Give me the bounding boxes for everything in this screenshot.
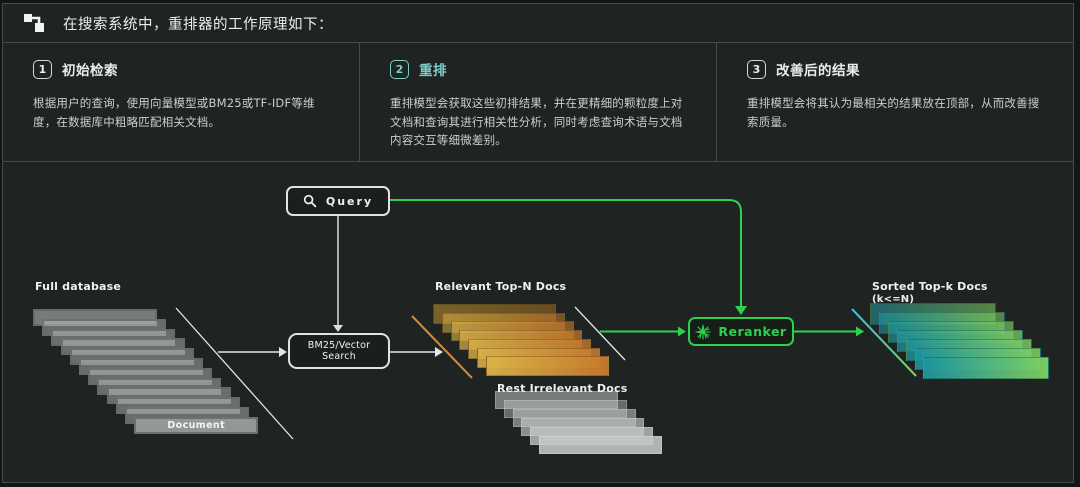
step-initial-retrieval: 1 初始检索 根据用户的查询，使用向量模型或BM25或TF-IDF等维度，在数据… <box>3 43 359 161</box>
relevant-docs-label: Relevant Top-N Docs <box>435 280 567 293</box>
step-improved-results: 3 改善后的结果 重排模型会将其认为最相关的结果放在顶部，从而改善搜索质量。 <box>716 43 1073 161</box>
step-title: 重排 <box>419 63 447 79</box>
header: 在搜索系统中，重排器的工作原理如下： <box>3 4 1073 43</box>
query-node: Query <box>286 186 390 216</box>
sorted-stack-bar <box>923 357 1050 379</box>
step-description: 重排模型会获取这些初排结果，并在更精细的颗粒度上对文档和查询其进行相关性分析，同… <box>390 96 683 148</box>
steps-row: 1 初始检索 根据用户的查询，使用向量模型或BM25或TF-IDF等维度，在数据… <box>3 43 1073 162</box>
irrelevant-stack-bar <box>495 391 618 409</box>
retrieval-node: BM25/Vector Search <box>288 333 390 369</box>
step-number-badge: 2 <box>390 59 409 79</box>
sorted-docs-label: Sorted Top-k Docs (k<=N) <box>872 280 988 305</box>
flow-nodes-icon <box>24 14 44 32</box>
step-number-badge: 1 <box>33 59 52 79</box>
step-description: 根据用户的查询，使用向量模型或BM25或TF-IDF等维度，在数据库中粗略匹配相… <box>33 96 315 129</box>
full-database-stack-bar <box>33 309 157 326</box>
starburst-icon <box>695 323 711 340</box>
document-label: Document <box>167 419 226 431</box>
search-icon <box>303 194 317 208</box>
sorted-docs-constraint: (k<=N) <box>872 294 915 305</box>
irrelevant-stack-bar <box>539 436 662 454</box>
reranker-node-label: Reranker <box>718 324 787 339</box>
query-node-label: Query <box>325 194 374 208</box>
full-database-label: Full database <box>35 280 122 293</box>
retrieval-node-label: BM25/Vector Search <box>307 340 371 362</box>
relevant-stack-bar <box>485 356 609 377</box>
sorted-docs-label-line1: Sorted Top-k Docs <box>872 280 988 293</box>
step-title: 初始检索 <box>62 63 118 79</box>
page-title: 在搜索系统中，重排器的工作原理如下： <box>63 16 333 33</box>
step-title: 改善后的结果 <box>776 63 860 79</box>
full-database-stack-bar <box>42 318 167 336</box>
step-number-badge: 3 <box>747 59 766 79</box>
reranker-node: Reranker <box>688 317 794 346</box>
step-description: 重排模型会将其认为最相关的结果放在顶部，从而改善搜索质量。 <box>747 96 1040 129</box>
irrelevant-docs-label: Rest Irrelevant Docs <box>497 382 628 395</box>
full-database-stack-bar: Document <box>134 416 259 434</box>
step-rerank: 2 重排 重排模型会获取这些初排结果，并在更精细的颗粒度上对文档和查询其进行相关… <box>359 43 716 161</box>
full-database-stack-bar <box>51 328 176 346</box>
